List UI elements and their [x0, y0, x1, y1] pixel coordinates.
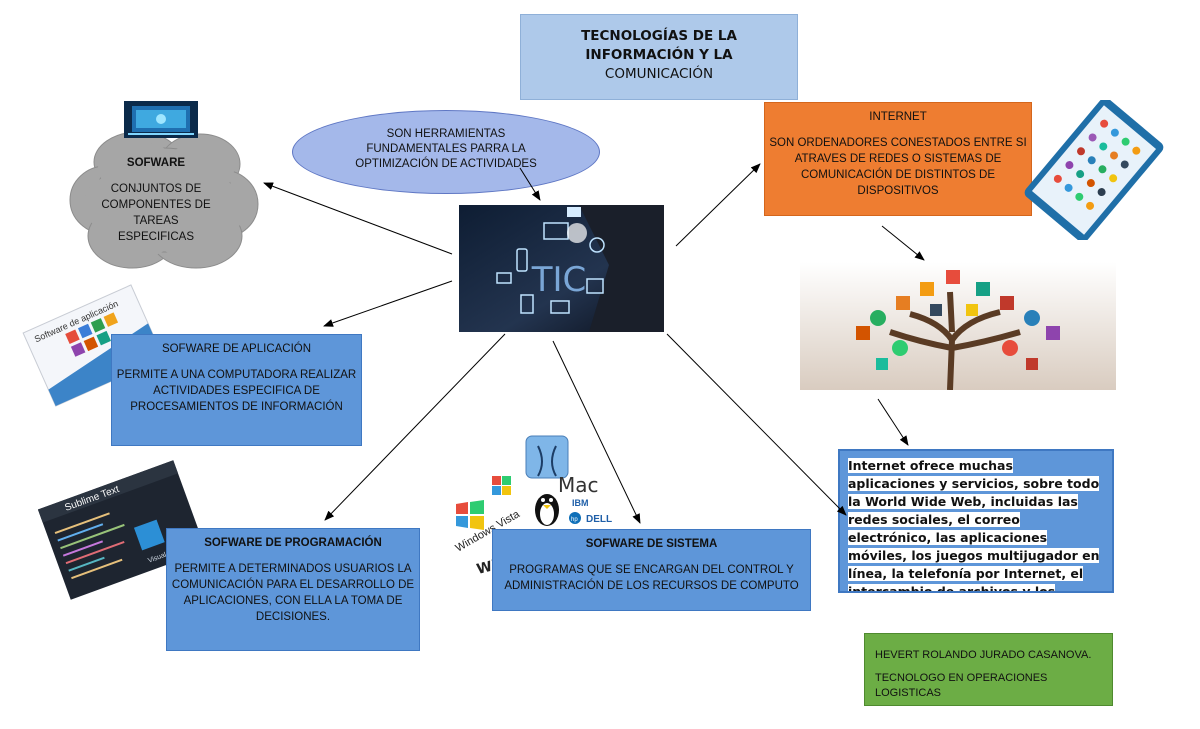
- system-heading: SOFWARE DE SISTEMA: [585, 538, 718, 550]
- internet-box: INTERNET SON ORDENADORES CONESTADOS ENTR…: [764, 102, 1032, 216]
- author-role: TECNOLOGO EN OPERACIONES LOGISTICAS: [875, 672, 1048, 699]
- system-body: PROGRAMAS QUE SE ENCARGAN DEL CONTROL Y …: [504, 564, 799, 592]
- software-cloud: [69, 131, 259, 269]
- internet-tree-image: [800, 262, 1116, 390]
- programming-software-box: SOFWARE DE PROGRAMACIÓN PERMITE A DETERM…: [166, 528, 420, 651]
- tablet-apps-image: [1024, 100, 1164, 240]
- arrow-internet-to-tree: [881, 225, 925, 261]
- arrow-ellipse-to-tic: [519, 167, 541, 201]
- title-line-2: INFORMACIÓN Y LA: [585, 47, 733, 63]
- author-name: HEVERT ROLANDO JURADO CASANOVA.: [875, 649, 1092, 661]
- programming-heading: SOFWARE DE PROGRAMACIÓN: [204, 537, 382, 549]
- internet-detail-text: Internet ofrece muchas aplicaciones y se…: [848, 458, 1100, 591]
- title-line-1: TECNOLOGÍAS DE LA: [581, 28, 737, 44]
- arrow-tic-to-system: [552, 340, 641, 524]
- arrow-tic-to-detail: [666, 333, 847, 516]
- tic-center-image: TIC: [459, 205, 664, 332]
- software-heading: SOFWARE: [126, 157, 186, 169]
- hp-logo: hp: [571, 517, 578, 523]
- ibm-logo: IBM: [572, 498, 589, 508]
- software-cloud-text: SOFWARE CONJUNTOS DE COMPONENTES DE TARE…: [96, 155, 216, 247]
- internet-body: SON ORDENADORES CONESTADOS ENTRE SI ATRA…: [769, 137, 1027, 197]
- programming-editor-image: Sublime Text Visual Studio Code: [37, 460, 207, 600]
- application-body: PERMITE A UNA COMPUTADORA REALIZAR ACTIV…: [116, 369, 357, 413]
- arrow-tic-to-internet: [675, 163, 761, 247]
- internet-detail-box: Internet ofrece muchas aplicaciones y se…: [838, 449, 1114, 593]
- arrow-tic-to-programming: [324, 333, 506, 521]
- definition-text: SON HERRAMIENTAS FUNDAMENTALES PARRA LA …: [355, 128, 537, 170]
- author-box: HEVERT ROLANDO JURADO CASANOVA. TECNOLOG…: [864, 633, 1113, 706]
- arrow-tic-to-application: [323, 280, 453, 327]
- application-heading: SOFWARE DE APLICACIÓN: [161, 343, 312, 355]
- application-software-box: SOFWARE DE APLICACIÓN PERMITE A UNA COMP…: [111, 334, 362, 446]
- internet-heading: INTERNET: [869, 111, 927, 123]
- arrow-tic-to-software: [263, 182, 453, 255]
- programming-body: PERMITE A DETERMINADOS USUARIOS LA COMUN…: [171, 563, 415, 623]
- definition-ellipse: SON HERRAMIENTAS FUNDAMENTALES PARRA LA …: [292, 110, 600, 194]
- system-software-box: SOFWARE DE SISTEMA PROGRAMAS QUE SE ENCA…: [492, 529, 811, 611]
- title-line-3: COMUNICACIÓN: [604, 66, 714, 82]
- tech-laptop-image: [124, 101, 198, 138]
- software-body: CONJUNTOS DE COMPONENTES DE TAREAS ESPEC…: [101, 183, 211, 243]
- tic-label: TIC: [531, 260, 587, 300]
- mac-logo: Mac: [558, 473, 599, 497]
- arrow-tree-to-detail: [877, 398, 909, 446]
- main-title: TECNOLOGÍAS DE LA INFORMACIÓN Y LA COMUN…: [520, 14, 798, 100]
- dell-logo: DELL: [586, 514, 612, 525]
